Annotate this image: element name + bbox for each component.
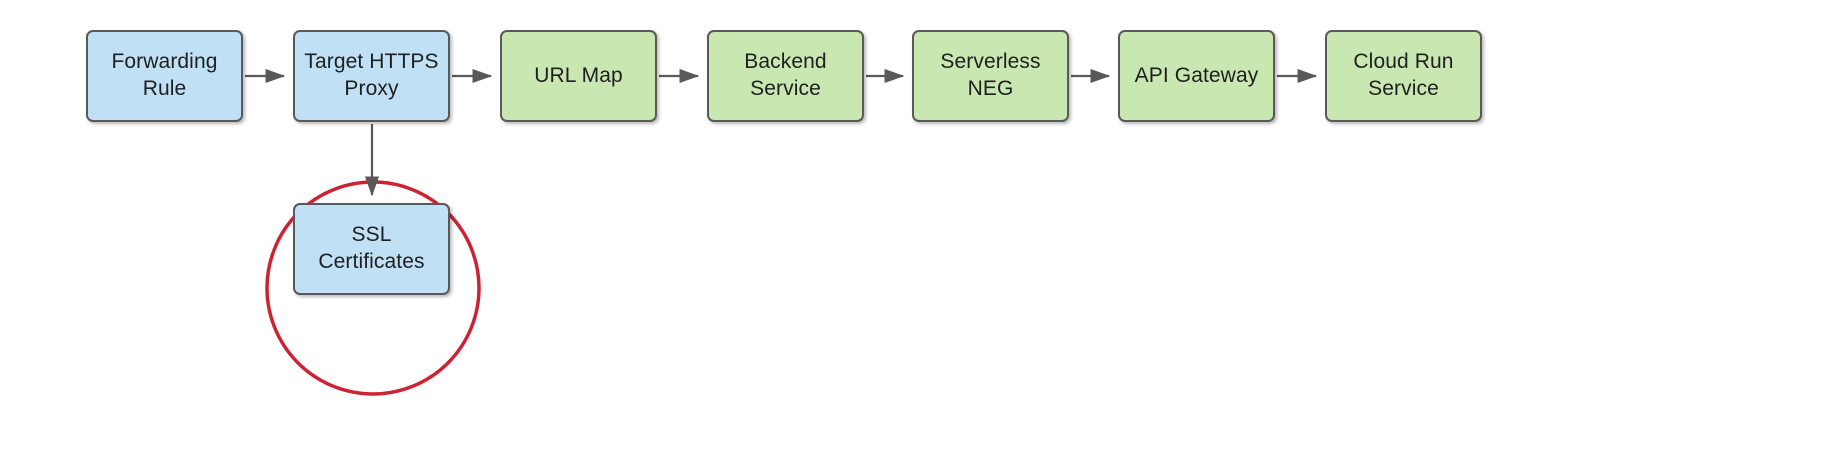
- node-api-gateway[interactable]: API Gateway: [1118, 30, 1275, 122]
- node-cloud-run-service[interactable]: Cloud Run Service: [1325, 30, 1482, 122]
- node-label: Cloud Run Service: [1353, 50, 1454, 100]
- node-label: URL Map: [534, 63, 623, 87]
- node-label: Target HTTPS Proxy: [304, 50, 439, 100]
- node-label: Serverless NEG: [940, 50, 1041, 100]
- node-serverless-neg[interactable]: Serverless NEG: [912, 30, 1069, 122]
- node-url-map[interactable]: URL Map: [500, 30, 657, 122]
- node-label: SSL Certificates: [318, 223, 425, 273]
- node-label: Forwarding Rule: [111, 50, 218, 100]
- node-ssl-certificates[interactable]: SSL Certificates: [293, 203, 450, 295]
- node-forwarding-rule[interactable]: Forwarding Rule: [86, 30, 243, 122]
- node-label: Backend Service: [744, 50, 827, 100]
- node-backend-service[interactable]: Backend Service: [707, 30, 864, 122]
- node-label: API Gateway: [1134, 63, 1259, 87]
- node-target-https-proxy[interactable]: Target HTTPS Proxy: [293, 30, 450, 122]
